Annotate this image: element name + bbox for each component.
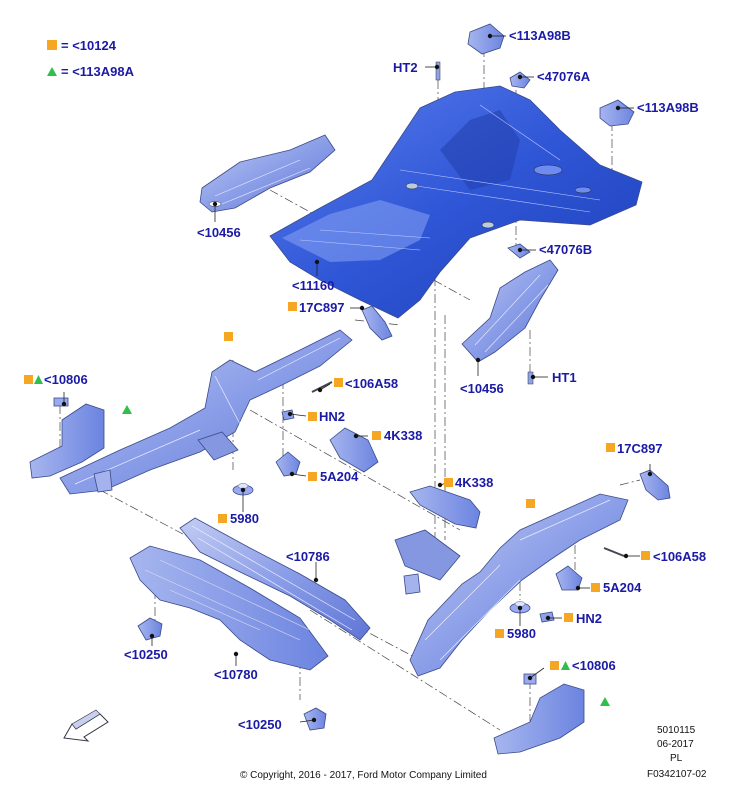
floor-pan-11160	[269, 85, 643, 319]
legend-triangle-text: = <113A98A	[61, 64, 135, 79]
label-10456-left: <10456	[197, 225, 241, 240]
label-10250-bottom: <10250	[238, 717, 282, 732]
triangle-marker-icon	[561, 661, 570, 670]
label-hn2-right: HN2	[576, 611, 602, 626]
pin-106a58-left	[311, 381, 333, 393]
footer: 5010115 06-2017 PL F0342107-02 © Copyrig…	[240, 725, 707, 781]
square-marker-icon	[444, 478, 453, 487]
label-106a58-right: <106A58	[653, 549, 706, 564]
markers	[24, 302, 650, 706]
bracket-5a204-right	[555, 565, 583, 591]
square-marker-icon	[591, 583, 600, 592]
square-marker-icon	[308, 412, 317, 421]
bracket-47076a	[509, 71, 531, 89]
crossmember-10786	[179, 517, 371, 641]
label-4k338-lower: 4K338	[455, 475, 493, 490]
square-marker-icon	[372, 431, 381, 440]
label-47076b: <47076B	[539, 242, 592, 257]
bracket-4k338-lower	[409, 485, 481, 529]
label-5a204-left: 5A204	[320, 469, 359, 484]
footer-figure: F0342107-02	[647, 769, 707, 780]
legend-square-text: = <10124	[61, 38, 117, 53]
label-11160: <11160	[292, 278, 334, 293]
crossmember-10456-left	[199, 134, 336, 213]
bracket-4k338-upper	[329, 427, 379, 473]
square-marker-icon	[495, 629, 504, 638]
square-marker-icon	[218, 514, 227, 523]
square-marker-icon	[24, 375, 33, 384]
side-rail-left	[59, 329, 353, 495]
square-marker-icon	[564, 613, 573, 622]
clip-hn2-left	[281, 409, 295, 421]
label-113a98b-top: <113A98B	[509, 28, 571, 43]
label-5980-left: 5980	[230, 511, 259, 526]
rear-floor-10780	[129, 545, 329, 671]
label-4k338-upper: 4K338	[384, 428, 422, 443]
label-hn2-left: HN2	[319, 409, 345, 424]
side-rail-right	[394, 493, 629, 677]
stud-ht2	[435, 61, 441, 81]
label-10250-left: <10250	[124, 647, 168, 662]
leader-lines	[61, 33, 653, 723]
label-10806-left: <10806	[44, 372, 88, 387]
bracket-113a98b-top	[467, 23, 505, 55]
copyright: © Copyright, 2016 - 2017, Ford Motor Com…	[240, 770, 487, 781]
footer-date: 06-2017	[657, 739, 694, 750]
label-17c897-mid: 17C897	[299, 300, 345, 315]
bracket-17c897-right	[639, 469, 671, 501]
wheelhouse-10806-left	[29, 397, 105, 479]
label-5980-right: 5980	[507, 626, 536, 641]
label-ht2: HT2	[393, 60, 418, 75]
bracket-17c897-mid	[361, 305, 393, 341]
part-labels: <113A98B HT2 <47076A <113A98B <10456 <47…	[44, 28, 706, 732]
square-marker-icon	[641, 551, 650, 560]
wheelhouse-10806-right	[493, 673, 585, 755]
bracket-113a98b-right	[599, 99, 635, 127]
triangle-marker-icon	[34, 375, 43, 384]
label-47076a: <47076A	[537, 69, 591, 84]
legend-square-icon	[47, 40, 57, 50]
square-marker-icon	[224, 332, 233, 341]
label-113a98b-right: <113A98B	[637, 100, 699, 115]
front-arrow-icon	[63, 709, 109, 742]
label-106a58-left: <106A58	[345, 376, 398, 391]
label-17c897-right: 17C897	[617, 441, 663, 456]
triangle-marker-icon	[600, 697, 610, 706]
crossmember-10456-right	[461, 259, 559, 363]
pin-106a58-right	[603, 547, 625, 557]
bracket-10250-left	[137, 617, 163, 641]
label-10780: <10780	[214, 667, 258, 682]
square-marker-icon	[606, 443, 615, 452]
legend: = <10124 = <113A98A	[47, 38, 135, 79]
square-marker-icon	[288, 302, 297, 311]
label-10786: <10786	[286, 549, 330, 564]
legend-triangle-icon	[47, 67, 57, 76]
bracket-5a204-left	[275, 451, 301, 477]
square-marker-icon	[526, 499, 535, 508]
square-marker-icon	[334, 378, 343, 387]
label-ht1: HT1	[552, 370, 577, 385]
triangle-marker-icon	[122, 405, 132, 414]
label-10806-right: <10806	[572, 658, 616, 673]
footer-lang: PL	[670, 753, 683, 764]
label-5a204-right: 5A204	[603, 580, 642, 595]
square-marker-icon	[550, 661, 559, 670]
footer-code: 5010115	[657, 725, 696, 736]
label-10456-mid: <10456	[460, 381, 504, 396]
square-marker-icon	[308, 472, 317, 481]
